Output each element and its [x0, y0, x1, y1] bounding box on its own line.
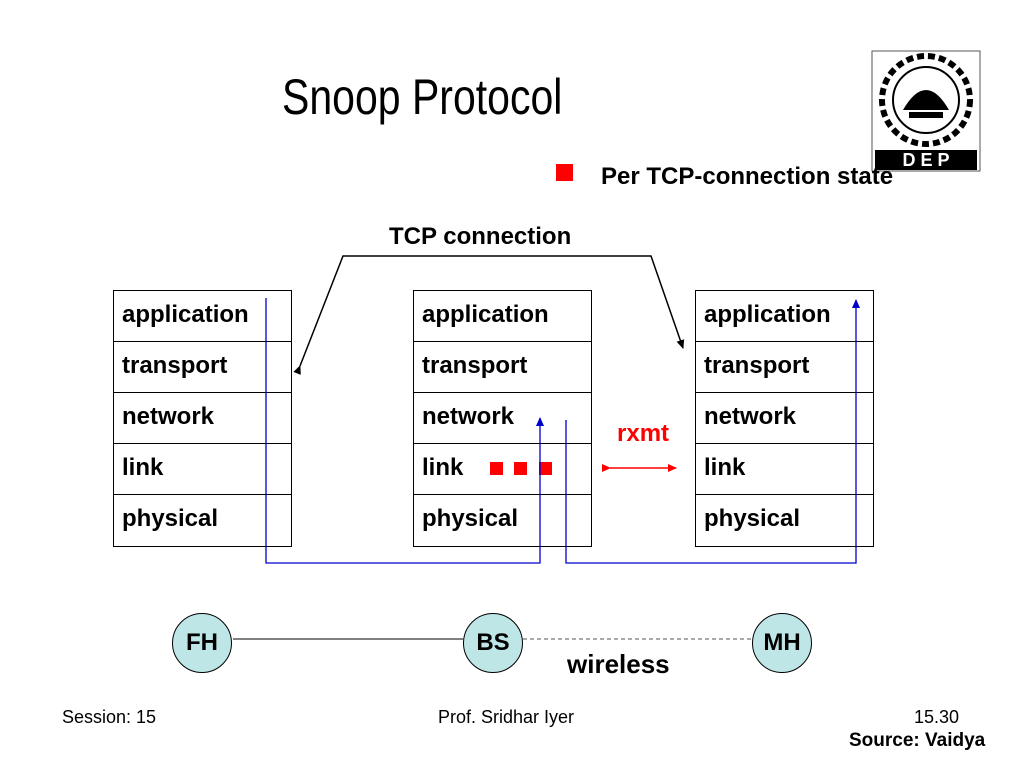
layer-link: link: [696, 444, 873, 495]
layer-link: link: [414, 444, 591, 495]
buffered-packet-1: [490, 462, 503, 475]
layer-network: network: [114, 393, 291, 444]
node-bs: BS: [463, 613, 523, 673]
layer-physical: physical: [704, 505, 801, 532]
protocol-stack-mh: application transport network link physi…: [695, 290, 874, 547]
layer-transport: transport: [696, 342, 873, 393]
layer-link: link: [114, 444, 291, 495]
layer-network: network: [696, 393, 873, 444]
layer-application: application: [696, 291, 873, 342]
logo-text: D E P: [902, 150, 949, 170]
buffered-packet-3: [539, 462, 552, 475]
source-credit: Source: Vaidya: [849, 730, 986, 751]
slide-title: Snoop Protocol: [282, 69, 563, 125]
data-path-bs-mh: [565, 299, 860, 564]
layer-application: application: [114, 291, 291, 342]
wireless-label: wireless: [567, 649, 670, 679]
footer-author: Prof. Sridhar Iyer: [438, 707, 575, 727]
data-path-fh-bs: [265, 298, 544, 564]
node-mh: MH: [752, 613, 812, 673]
layer-transport: transport: [114, 342, 291, 393]
layer-physical: physical: [422, 505, 519, 532]
rxmt-label: rxmt: [617, 420, 670, 447]
bullet-text: Per TCP-connection state: [601, 163, 894, 190]
footer-session: Session: 15: [62, 707, 157, 727]
tcp-connection-arrow: [293, 255, 685, 375]
buffered-packet-2: [514, 462, 527, 475]
node-fh: FH: [172, 613, 232, 673]
footer-page-number: 15.30: [914, 707, 960, 727]
iit-logo-icon: D E P: [871, 50, 981, 172]
protocol-stack-fh: application transport network link physi…: [113, 290, 292, 547]
bullet-marker: [556, 164, 573, 181]
tcp-connection-label: TCP connection: [389, 223, 572, 250]
layer-physical: physical: [122, 505, 219, 532]
layer-network: network: [414, 393, 591, 444]
